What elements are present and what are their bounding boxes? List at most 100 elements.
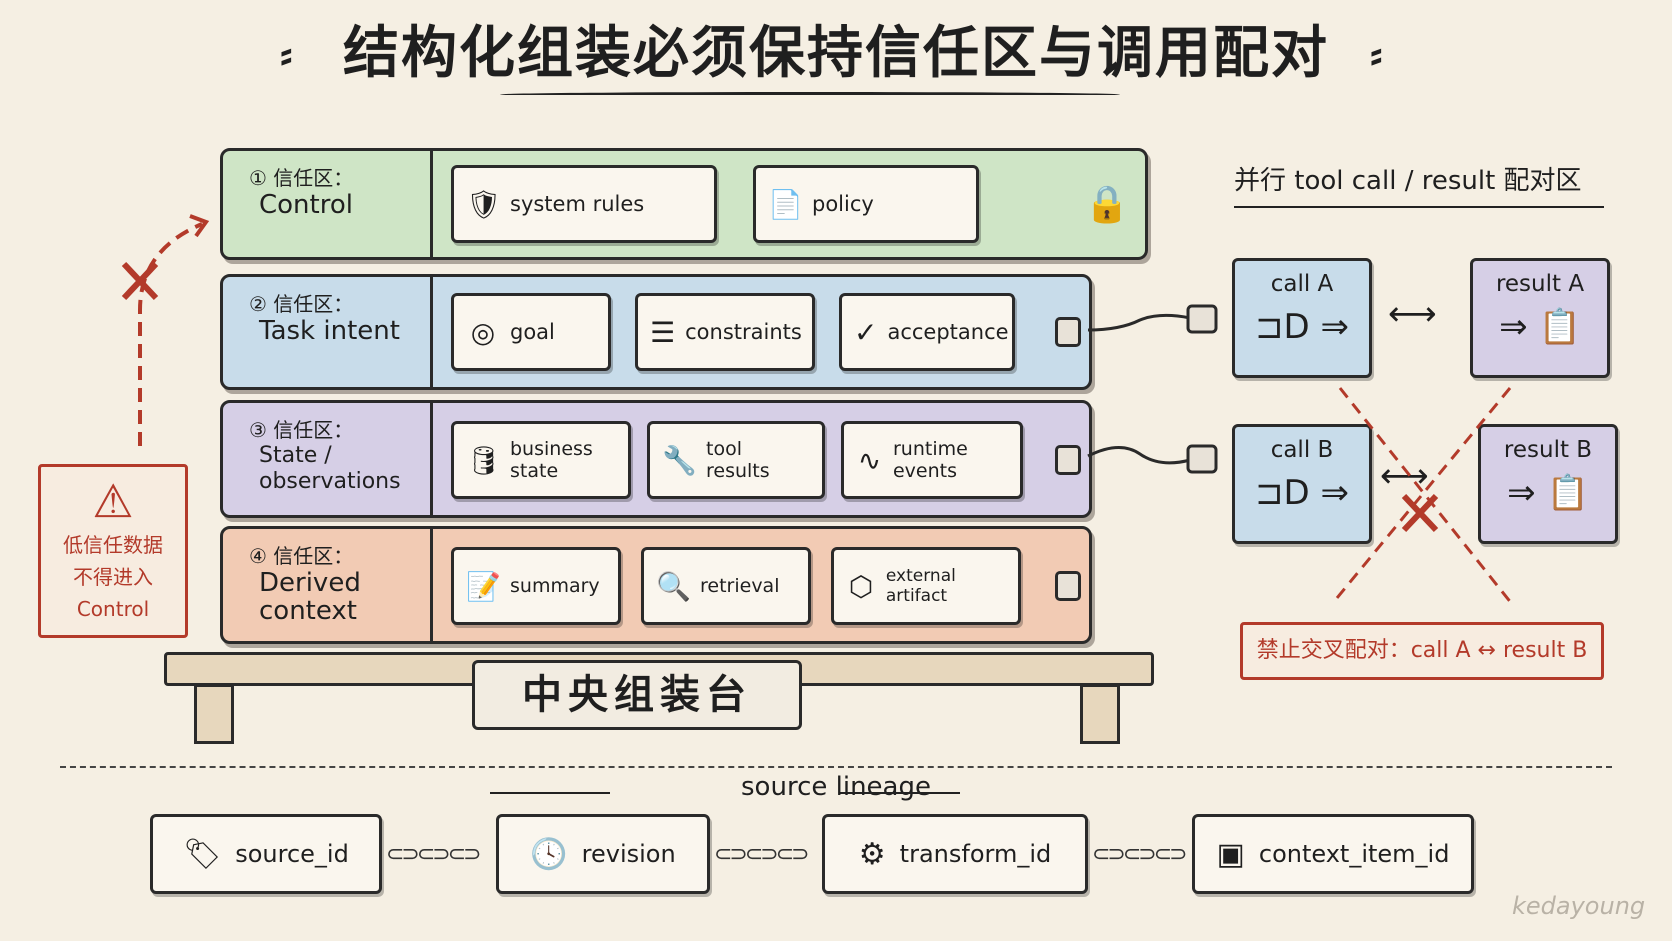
chip-label: summary — [510, 575, 600, 597]
target-icon: ◎ — [470, 315, 496, 349]
result-b-label: result B — [1503, 437, 1593, 463]
lineage-rule-left — [490, 792, 610, 794]
lineage-revision: 🕓 revision — [496, 814, 710, 894]
check-circle-icon: ✓ — [854, 315, 878, 349]
chip-constraints: ☰ constraints — [635, 293, 815, 371]
layer-name-line2: context — [259, 596, 357, 626]
clipboard-icon: ⇒ 📋 — [1507, 473, 1589, 513]
platform-leg — [1080, 684, 1120, 744]
zone-label: ③ 信任区： — [249, 418, 354, 442]
warning-triangle-icon: ⚠ — [92, 474, 134, 528]
warning-line-2: 不得进入 — [73, 565, 153, 589]
sliders-icon: ☰ — [650, 315, 676, 349]
chip-system-rules: 🛡 system rules — [451, 165, 717, 243]
warning-line-1: 低信任数据 — [63, 533, 163, 557]
cables — [1087, 304, 1218, 474]
chip-external-artifact: ⬡ external artifact — [831, 547, 1021, 625]
lineage-context-item-id: ▣ context_item_id — [1192, 814, 1474, 894]
zone-label: ④ 信任区： — [249, 544, 354, 568]
chip-label: policy — [812, 192, 874, 216]
result-a-box: result A ⇒ 📋 — [1470, 258, 1610, 378]
wrench-icon: 🔧 — [662, 443, 697, 477]
layer-label: ① 信任区： Control — [223, 151, 433, 257]
chip-policy: 📄 policy — [753, 165, 979, 243]
call-b-label: call B — [1270, 437, 1334, 463]
layer-label: ③ 信任区： State / observations — [223, 403, 433, 515]
chip-label: system rules — [510, 192, 645, 216]
socket-icon — [1055, 317, 1081, 347]
layer-name-line1: Derived — [259, 568, 361, 598]
clipboard-icon: ⇒ 📋 — [1499, 307, 1581, 347]
chip-business-state: 🛢 business state — [451, 421, 631, 499]
chain-link: ⊂⊃⊂⊃⊂⊃ — [714, 842, 810, 867]
clock-icon: 🕓 — [530, 836, 568, 872]
layer-name: Task intent — [259, 316, 400, 346]
gear-icon: ⚙ — [858, 836, 886, 872]
lineage-source-id: 🏷 source_id — [150, 814, 382, 894]
layer-derived-context: ④ 信任区： Derived context 📝 summary 🔍 retri… — [220, 526, 1092, 644]
section-divider — [60, 766, 1612, 768]
layer-name-line2: observations — [259, 469, 401, 494]
database-icon: 🛢 — [466, 443, 502, 477]
result-a-label: result A — [1495, 271, 1585, 297]
plug-icon: ⊐D ⇒ — [1255, 473, 1349, 513]
forbidden-cross-pairing-note: 禁止交叉配对：call A ↔ result B — [1240, 622, 1604, 680]
zone-label: ① 信任区： — [249, 166, 354, 190]
title-spark-left: ⸗ — [280, 32, 293, 76]
chip-goal: ◎ goal — [451, 293, 611, 371]
cube-icon: ▣ — [1216, 836, 1245, 872]
call-a-label: call A — [1270, 271, 1334, 297]
chip-label: tool results — [706, 438, 770, 482]
chip-acceptance: ✓ acceptance — [839, 293, 1015, 371]
cube-icon: ⬡ — [848, 569, 874, 603]
chip-label: business state — [510, 438, 593, 482]
low-trust-warning: ⚠ 低信任数据 不得进入 Control — [38, 464, 188, 638]
blocked-arrow — [121, 214, 210, 446]
platform-leg — [194, 684, 234, 744]
lineage-label: transform_id — [899, 840, 1052, 868]
chip-label: external artifact — [885, 566, 956, 606]
shield-check-icon: 🛡 — [466, 187, 502, 221]
forbidden-cross-pairing — [1330, 387, 1514, 605]
lineage-label: context_item_id — [1258, 840, 1450, 868]
tag-icon: 🏷 — [183, 836, 222, 872]
page-title: 结构化组装必须保持信任区与调用配对 — [343, 21, 1329, 86]
chip-tool-results: 🔧 tool results — [647, 421, 825, 499]
chip-label: goal — [510, 320, 555, 344]
layer-name: Control — [259, 190, 353, 220]
layer-task-intent: ② 信任区： Task intent ◎ goal ☰ constraints … — [220, 274, 1092, 390]
document-lock-icon: 📄 — [768, 187, 803, 221]
layer-name-line1: State / — [259, 443, 332, 468]
lineage-label: revision — [581, 840, 676, 868]
pulse-icon: ∿ — [857, 443, 882, 477]
warning-line-3: Control — [76, 597, 150, 621]
lineage-rule-right — [840, 792, 960, 794]
socket-icon — [1055, 445, 1081, 475]
chip-summary: 📝 summary — [451, 547, 621, 625]
layer-state-observations: ③ 信任区： State / observations 🛢 business s… — [220, 400, 1092, 518]
title-spark-right: ⸗ — [1370, 32, 1383, 76]
chip-label: constraints — [685, 320, 802, 344]
lineage-transform-id: ⚙ transform_id — [822, 814, 1088, 894]
chip-runtime-events: ∿ runtime events — [841, 421, 1023, 499]
chip-label: runtime events — [892, 438, 968, 482]
pair-arrow-a: ⟷ — [1388, 294, 1437, 334]
magnifier-icon: 🔍 — [656, 569, 691, 603]
zone-label: ② 信任区： — [249, 292, 354, 316]
chain-link: ⊂⊃⊂⊃⊂⊃ — [1092, 842, 1188, 867]
title-underline — [500, 92, 1120, 97]
socket-icon — [1055, 571, 1081, 601]
layer-label: ④ 信任区： Derived context — [223, 529, 433, 641]
pairing-zone-title: 并行 tool call / result 配对区 — [1234, 166, 1582, 196]
platform-nameplate: 中央组装台 — [472, 660, 802, 730]
layer-control: ① 信任区： Control 🛡 system rules 📄 policy 🔒 — [220, 148, 1148, 260]
lineage-label: source_id — [235, 840, 349, 868]
signature: kedayoung — [1512, 892, 1646, 920]
layer-label: ② 信任区： Task intent — [223, 277, 433, 387]
chip-retrieval: 🔍 retrieval — [641, 547, 811, 625]
summary-doc-icon: 📝 — [466, 569, 501, 603]
call-a-box: call A ⊐D ⇒ — [1232, 258, 1372, 378]
pairing-zone-underline — [1234, 206, 1604, 208]
lineage-title: source lineage — [741, 772, 931, 802]
padlock-icon: 🔒 — [1084, 184, 1130, 225]
